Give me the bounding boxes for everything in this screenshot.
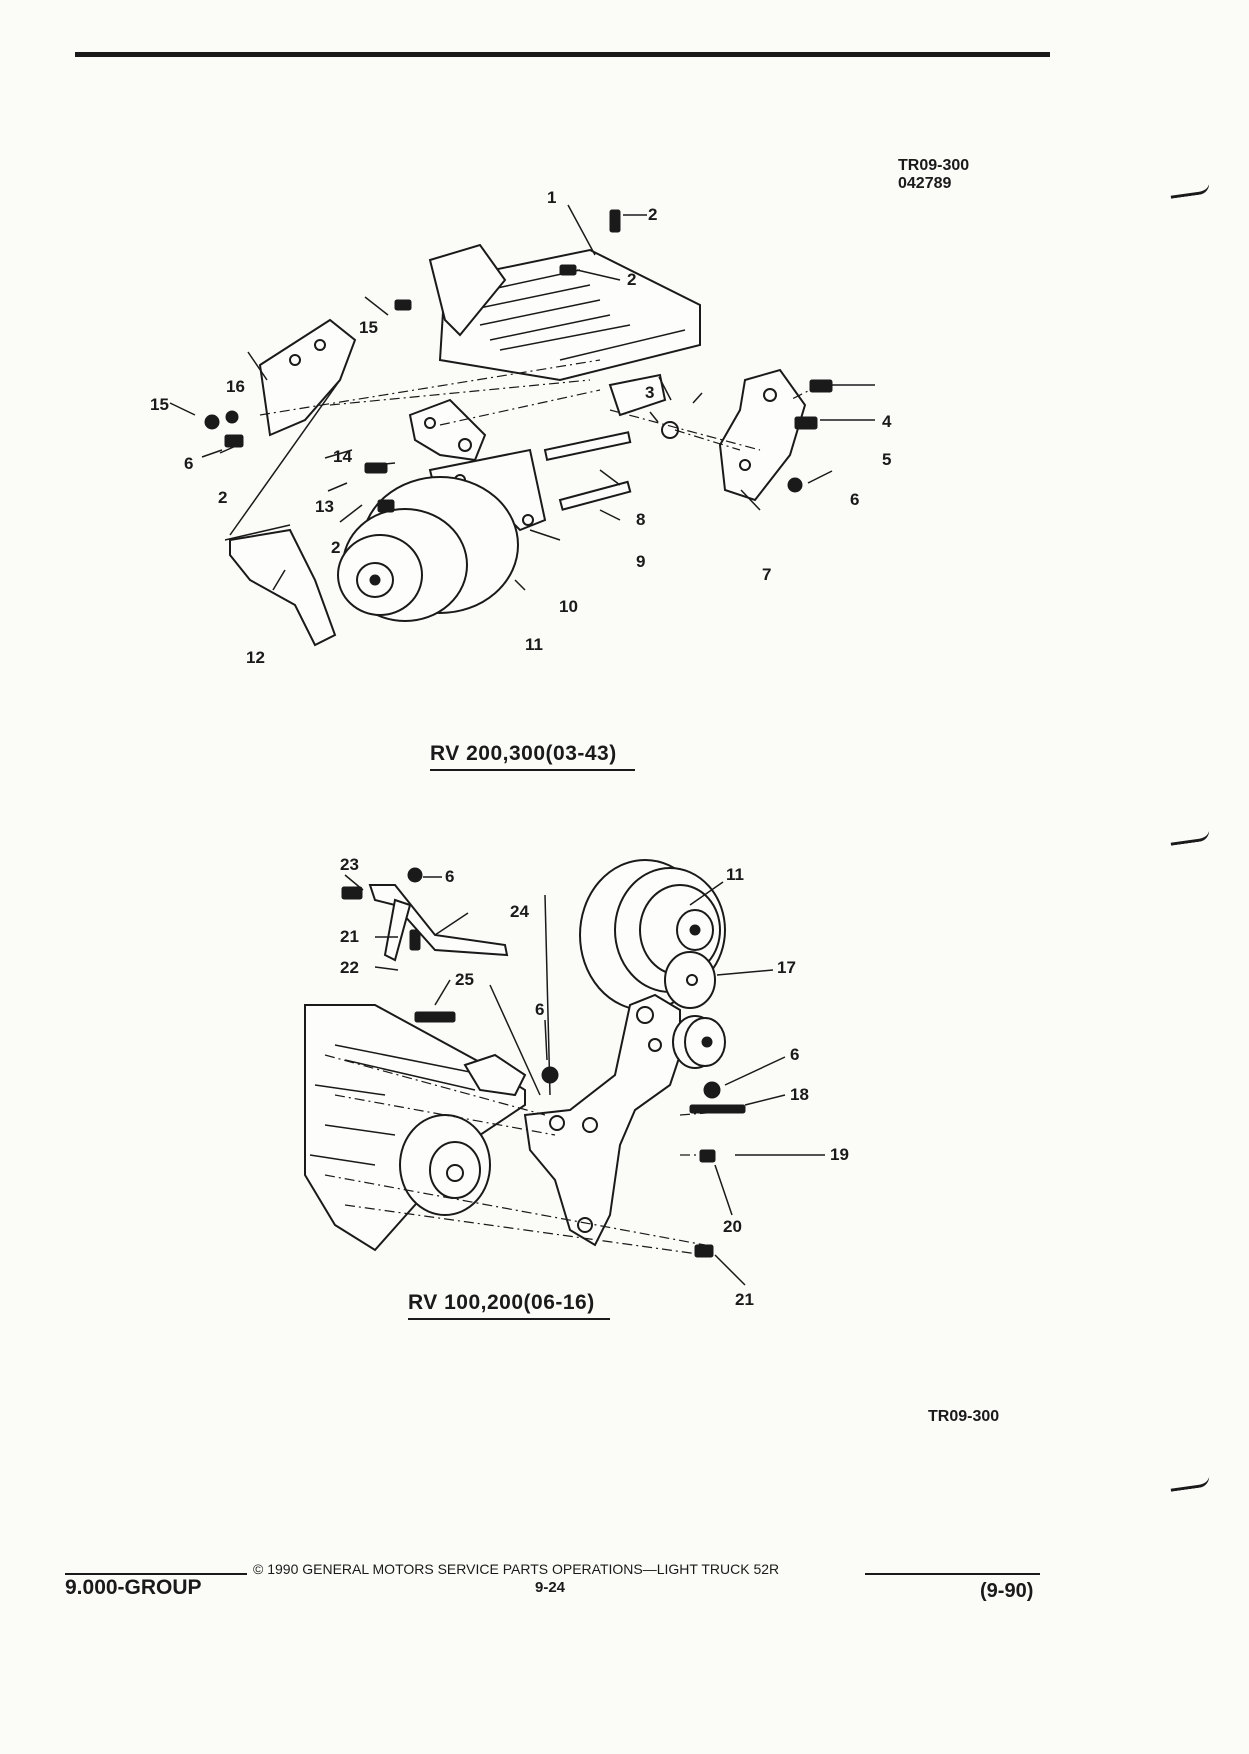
caption-underline bbox=[430, 769, 635, 771]
callout: 2 bbox=[218, 488, 227, 507]
callout: 2 bbox=[648, 205, 657, 224]
callout: 2 bbox=[331, 538, 340, 557]
figure-ref: TR09-300 bbox=[928, 1408, 1000, 1425]
callout: 1 bbox=[547, 188, 556, 207]
callout-leaders-top bbox=[169, 204, 875, 591]
footer-page-number: 9-24 bbox=[535, 1579, 566, 1596]
callout: 21 bbox=[340, 927, 359, 946]
callout: 7 bbox=[762, 565, 771, 584]
callout: 22 bbox=[340, 958, 359, 977]
footer-date: (9-90) bbox=[980, 1580, 1034, 1602]
bracket-assembly bbox=[523, 993, 681, 1247]
callout: 6 bbox=[850, 490, 859, 509]
callout: 13 bbox=[315, 497, 334, 516]
callout: 6 bbox=[535, 1000, 544, 1019]
footer-rule-right bbox=[865, 1573, 1040, 1575]
bracket-7 bbox=[718, 368, 807, 502]
callout: 16 bbox=[226, 377, 245, 396]
assembly-lines-bottom bbox=[324, 894, 746, 1256]
callout-labels-bottom: 23 6 24 21 22 25 6 11 17 6 18 19 20 21 bbox=[340, 855, 849, 1309]
figure-caption-bottom: RV 100,200(06-16) bbox=[408, 1291, 595, 1314]
diagram-bottom: 23 6 24 21 22 25 6 11 17 6 18 19 20 21 bbox=[304, 855, 849, 1309]
callout: 6 bbox=[445, 867, 454, 886]
callout: 6 bbox=[790, 1045, 799, 1064]
callout: 19 bbox=[830, 1145, 849, 1164]
callout: 15 bbox=[359, 318, 378, 337]
pulley-17 bbox=[664, 951, 716, 1009]
callout: 6 bbox=[184, 454, 193, 473]
callout: 5 bbox=[882, 450, 891, 469]
binder-mark bbox=[1169, 1475, 1211, 1492]
binder-mark bbox=[1169, 182, 1211, 199]
idler-19 bbox=[672, 1015, 726, 1069]
header-rule bbox=[75, 52, 1050, 57]
callout: 18 bbox=[790, 1085, 809, 1104]
callout-leaders-bottom bbox=[344, 874, 825, 1286]
callout: 24 bbox=[510, 902, 529, 921]
callout: 17 bbox=[777, 958, 796, 977]
callout-labels-top: 1 2 2 15 16 15 6 2 14 13 2 3 4 5 6 7 8 9… bbox=[150, 188, 892, 667]
footer-rule-left bbox=[65, 1573, 247, 1575]
callout: 11 bbox=[726, 865, 744, 884]
callout: 20 bbox=[723, 1217, 742, 1236]
callout: 11 bbox=[525, 635, 543, 654]
assembly-lines bbox=[224, 359, 821, 541]
callout: 2 bbox=[627, 270, 636, 289]
bracket-12 bbox=[229, 528, 337, 647]
footer-copyright: © 1990 GENERAL MOTORS SERVICE PARTS OPER… bbox=[253, 1561, 780, 1577]
callout: 8 bbox=[636, 510, 645, 529]
footer-group: 9.000-GROUP bbox=[65, 1576, 202, 1599]
compressor-11 bbox=[337, 476, 519, 622]
callout: 23 bbox=[340, 855, 359, 874]
callout: 21 bbox=[735, 1290, 754, 1309]
callout: 12 bbox=[246, 648, 265, 667]
callout: 25 bbox=[455, 970, 474, 989]
figure-caption-top: RV 200,300(03-43) bbox=[430, 742, 617, 765]
diagram-top: 1 2 2 15 16 15 6 2 14 13 2 3 4 5 6 7 8 9… bbox=[150, 188, 892, 667]
callout: 3 bbox=[645, 383, 654, 402]
engine-valve-cover bbox=[428, 243, 701, 382]
figure-id: TR09-300 bbox=[898, 157, 970, 174]
callout: 4 bbox=[882, 412, 892, 431]
figure-id-block: TR09-300 042789 bbox=[898, 157, 969, 193]
fasteners-top bbox=[204, 209, 833, 513]
figure-date-code: 042789 bbox=[898, 175, 952, 192]
binder-mark bbox=[1169, 829, 1211, 846]
fasteners-bottom bbox=[341, 867, 746, 1258]
engine-block bbox=[304, 1004, 527, 1252]
callout: 10 bbox=[559, 597, 578, 616]
callout: 14 bbox=[333, 447, 352, 466]
bracket-14 bbox=[408, 398, 487, 462]
callout: 15 bbox=[150, 395, 169, 414]
caption-underline bbox=[408, 1318, 610, 1320]
bracket-16 bbox=[258, 318, 357, 437]
callout: 9 bbox=[636, 552, 645, 571]
